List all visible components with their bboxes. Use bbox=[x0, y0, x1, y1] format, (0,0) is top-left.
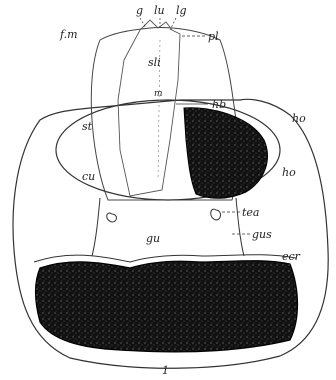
label-g: g bbox=[136, 4, 143, 17]
label-gu: gu bbox=[146, 232, 160, 245]
label-fm: f.m bbox=[59, 28, 78, 41]
label-m: m bbox=[154, 89, 163, 99]
label-st: st bbox=[82, 120, 93, 133]
figure-number: 1 bbox=[162, 364, 169, 377]
label-gus: gus bbox=[252, 228, 272, 241]
label-tea: tea bbox=[242, 206, 260, 219]
tea-opening-left bbox=[107, 213, 117, 222]
label-ecr: ecr bbox=[282, 250, 301, 263]
neck-left-edge bbox=[92, 198, 100, 256]
tea-opening-right bbox=[211, 209, 221, 220]
label-pl: pl bbox=[208, 30, 219, 43]
label-cu: cu bbox=[82, 170, 95, 183]
label-hb: hb bbox=[212, 98, 226, 111]
label-lu: lu bbox=[154, 4, 165, 17]
label-ho-upper: ho bbox=[292, 112, 306, 125]
label-sli: sli bbox=[148, 56, 161, 69]
central-process bbox=[118, 20, 180, 196]
upper-cavity bbox=[184, 108, 267, 199]
label-lg: lg bbox=[176, 4, 187, 17]
label-ho-lower: ho bbox=[282, 166, 296, 179]
lower-cavity bbox=[36, 261, 298, 352]
